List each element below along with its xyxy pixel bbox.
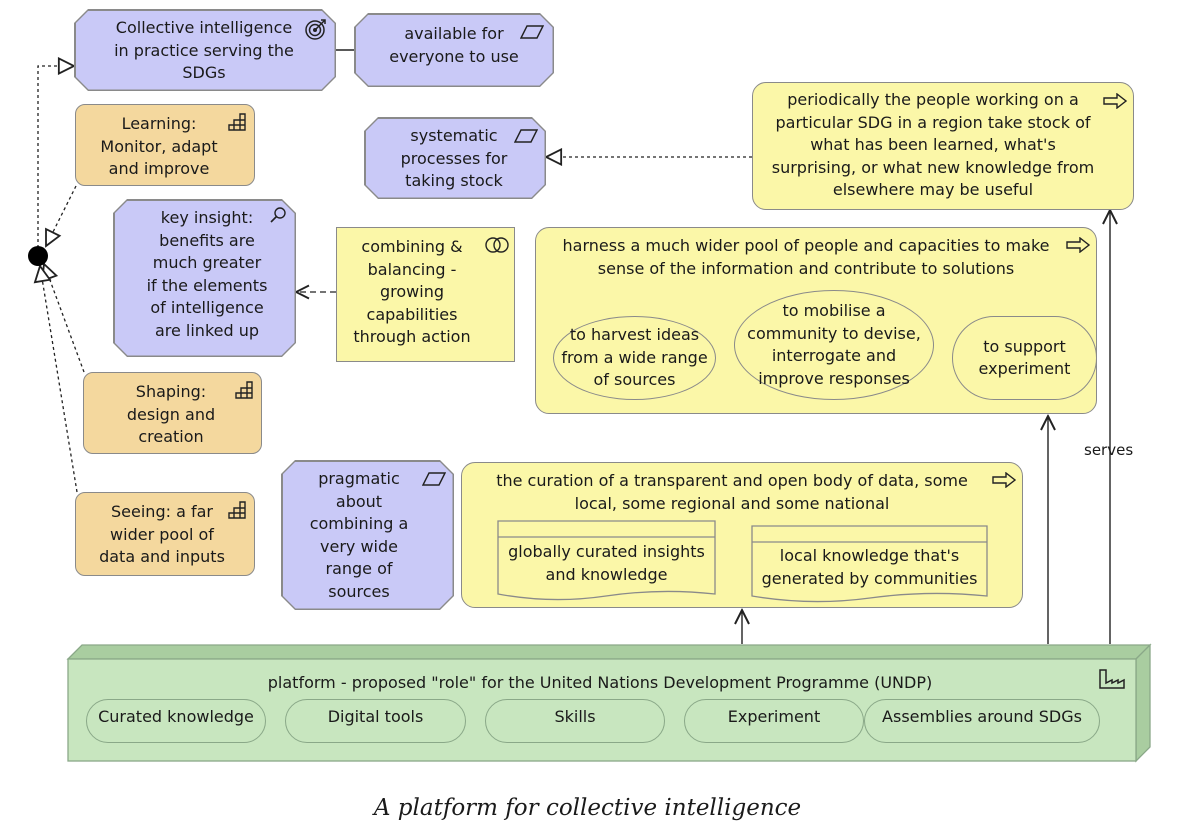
interaction-combining-balancing: combining & balancing - growing capabili… bbox=[336, 227, 515, 362]
principle-pragmatic: pragmatic about combining a very wide ra… bbox=[281, 460, 454, 610]
goal-text: Collective intelligence in practice serv… bbox=[114, 18, 294, 82]
principle-parallelogram-icon bbox=[520, 25, 544, 39]
learning-to-junction-line bbox=[46, 185, 77, 246]
principle-pragmatic-text: pragmatic about combining a very wide ra… bbox=[309, 469, 409, 601]
capability-seeing: Seeing: a far wider pool of data and inp… bbox=[75, 492, 255, 576]
seeing-to-junction-line bbox=[40, 266, 78, 493]
platform-item-curated-knowledge: Curated knowledge bbox=[86, 699, 266, 743]
service-arrow-icon bbox=[1066, 237, 1090, 253]
function-harvest-ideas: to harvest ideas from a wide range of so… bbox=[553, 316, 716, 400]
and-junction bbox=[28, 246, 48, 266]
platform-item-experiment: Experiment bbox=[684, 699, 864, 743]
capability-grid-icon bbox=[228, 113, 246, 131]
service-arrow-icon bbox=[992, 472, 1016, 488]
platform-item-assemblies: Assemblies around SDGs bbox=[864, 699, 1100, 743]
magnifier-icon bbox=[270, 207, 286, 223]
function-support-experiment: to support experiment bbox=[952, 316, 1097, 400]
assessment-text: key insight: benefits are much greater i… bbox=[146, 208, 268, 340]
document-global-shape bbox=[497, 520, 716, 601]
capability-shaping: Shaping: design and creation bbox=[83, 372, 262, 454]
principle-parallelogram-icon bbox=[514, 129, 538, 143]
service-curation-text: the curation of a transparent and open b… bbox=[496, 471, 968, 513]
junction-to-goal-line bbox=[37, 66, 74, 248]
principle-systematic: systematic processes for taking stock bbox=[364, 117, 546, 199]
platform-title: platform - proposed "role" for the Unite… bbox=[267, 673, 933, 692]
service-periodic-text: periodically the people working on a par… bbox=[771, 90, 1095, 199]
document-local-text: local knowledge that's generated by comm… bbox=[761, 546, 978, 588]
platform-item-digital-tools: Digital tools bbox=[285, 699, 466, 743]
factory-icon bbox=[1099, 669, 1125, 689]
service-arrow-icon bbox=[1103, 93, 1127, 109]
principle-systematic-text: systematic processes for taking stock bbox=[400, 126, 508, 190]
assessment-key-insight: key insight: benefits are much greater i… bbox=[113, 199, 296, 357]
capability-seeing-text: Seeing: a far wider pool of data and inp… bbox=[99, 502, 225, 566]
document-global-text: globally curated insights and knowledge bbox=[508, 542, 705, 584]
capability-learning: Learning: Monitor, adapt and improve bbox=[75, 104, 255, 186]
target-icon bbox=[305, 19, 326, 40]
goal-collective-intelligence: Collective intelligence in practice serv… bbox=[74, 9, 336, 91]
document-local-shape bbox=[751, 525, 988, 603]
platform-item-skills: Skills bbox=[485, 699, 665, 743]
interaction-circles-icon bbox=[485, 237, 509, 253]
principle-available: available for everyone to use bbox=[354, 13, 554, 87]
service-harness-text: harness a much wider pool of people and … bbox=[562, 236, 1050, 278]
service-periodic-stocktake: periodically the people working on a par… bbox=[752, 82, 1134, 210]
capability-grid-icon bbox=[228, 501, 246, 519]
figure-caption: A platform for collective intelligence bbox=[373, 795, 802, 821]
function-mobilise-community: to mobilise a community to devise, inter… bbox=[734, 290, 934, 400]
principle-available-text: available for everyone to use bbox=[389, 24, 519, 66]
capability-shaping-text: Shaping: design and creation bbox=[126, 382, 216, 446]
principle-parallelogram-icon bbox=[422, 472, 446, 486]
shaping-to-junction-line bbox=[44, 264, 85, 373]
capability-grid-icon bbox=[235, 381, 253, 399]
interaction-text: combining & balancing - growing capabili… bbox=[353, 237, 471, 346]
capability-learning-text: Learning: Monitor, adapt and improve bbox=[100, 114, 218, 178]
serves-relation-label: serves bbox=[1084, 441, 1134, 459]
